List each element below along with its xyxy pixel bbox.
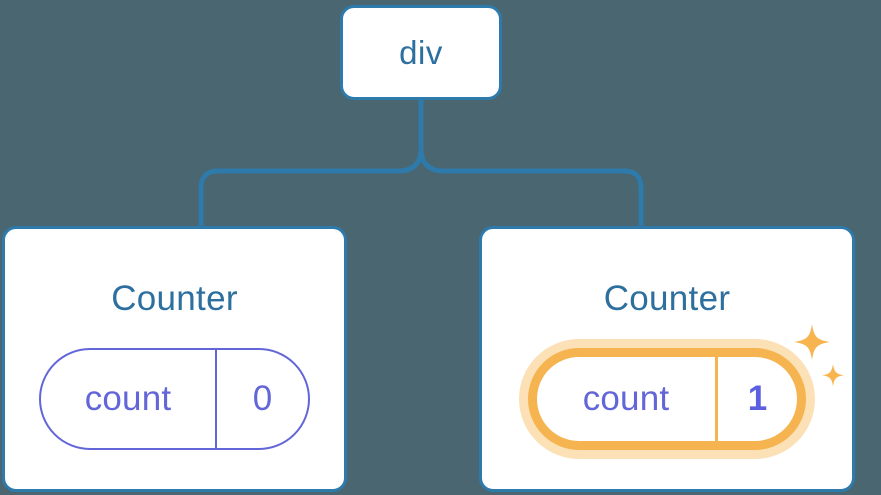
state-value-left: 0 [215, 350, 308, 448]
sparkle-icon [822, 364, 844, 387]
tree-node-counter-right[interactable]: Counter count 1 [479, 226, 855, 492]
state-value-right: 1 [715, 357, 797, 441]
state-key-left: count [84, 379, 172, 418]
tree-node-div[interactable]: div [340, 5, 502, 100]
state-pill-right[interactable]: count 1 [528, 348, 806, 450]
node-counter-left-title: Counter [111, 279, 238, 318]
sparkle-icon [794, 324, 830, 360]
node-counter-right-title: Counter [603, 279, 731, 318]
node-div-label: div [399, 34, 443, 71]
tree-node-counter-left[interactable]: Counter count 0 [2, 226, 347, 492]
state-pill-wrapper-left: count 0 [39, 348, 310, 450]
state-pill-left[interactable]: count 0 [39, 348, 310, 450]
state-pill-wrapper-right: count 1 [528, 324, 844, 450]
state-key-right: count [582, 379, 670, 418]
